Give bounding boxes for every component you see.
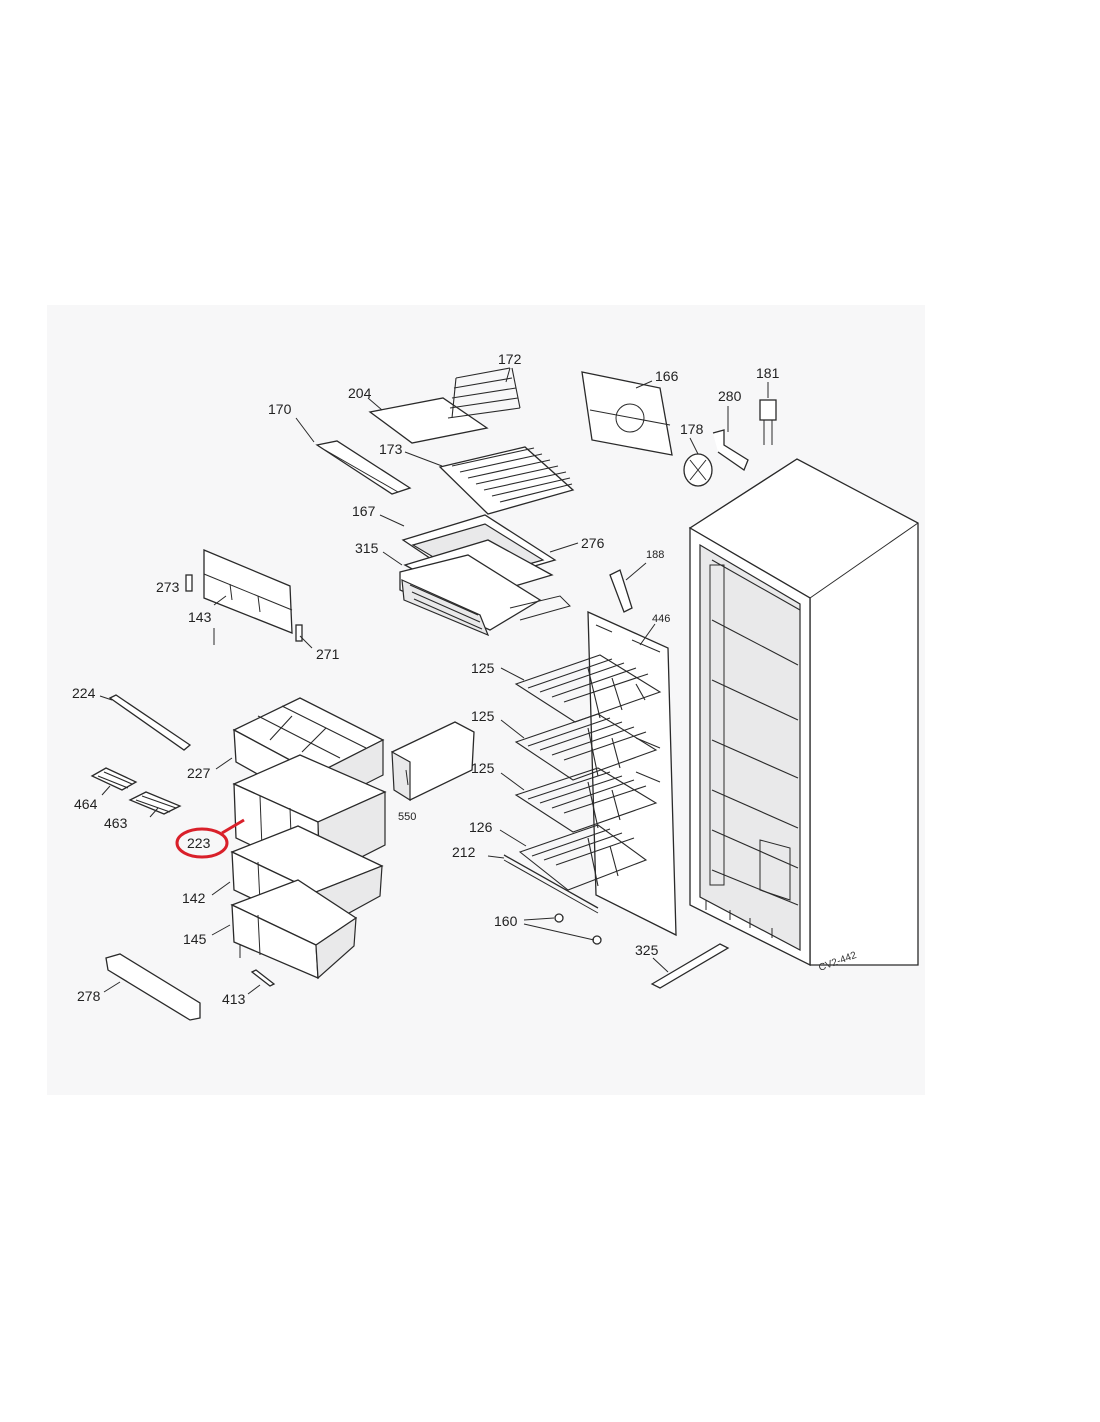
label-204: 204 — [348, 385, 372, 401]
label-278: 278 — [77, 988, 101, 1004]
label-172: 172 — [498, 351, 522, 367]
label-143: 143 — [188, 609, 212, 625]
label-142: 142 — [182, 890, 206, 906]
shelf-3 — [514, 767, 658, 833]
label-271: 271 — [316, 646, 340, 662]
label-160: 160 — [494, 913, 518, 929]
label-126: 126 — [469, 819, 493, 835]
evaporator-group — [315, 367, 777, 637]
label-125-shelf-3: 125 — [471, 760, 495, 776]
part-446-back-panel — [587, 610, 677, 937]
label-463: 463 — [104, 815, 128, 831]
part-143-flap — [185, 549, 303, 642]
shelf-4 — [518, 824, 648, 891]
label-280: 280 — [718, 388, 742, 404]
label-550: 550 — [398, 811, 416, 823]
label-446: 446 — [652, 613, 670, 625]
label-173: 173 — [379, 441, 403, 457]
label-212: 212 — [452, 844, 476, 860]
label-170: 170 — [268, 401, 292, 417]
shelf-1 — [514, 654, 662, 723]
label-188: 188 — [646, 549, 664, 561]
label-413: 413 — [222, 991, 246, 1007]
small-parts — [90, 694, 730, 1021]
highlight-223 — [175, 818, 245, 859]
label-224: 224 — [72, 685, 96, 701]
label-276: 276 — [581, 535, 605, 551]
label-167: 167 — [352, 503, 376, 519]
label-178: 178 — [680, 421, 704, 437]
label-145: 145 — [183, 931, 207, 947]
shelf-2 — [514, 713, 658, 781]
wire-shelves — [503, 654, 662, 914]
label-181: 181 — [756, 365, 780, 381]
label-273: 273 — [156, 579, 180, 595]
part-labels: 172 166 181 204 280 170 178 173 167 188 … — [72, 351, 780, 1007]
label-315: 315 — [355, 540, 379, 556]
label-227: 227 — [187, 765, 211, 781]
drawer-stack — [230, 697, 387, 980]
label-125-shelf-2: 125 — [471, 708, 495, 724]
diagram-panel: CV2-442 — [47, 305, 925, 1095]
leader-lines — [99, 367, 769, 995]
label-166: 166 — [655, 368, 679, 384]
label-223: 223 — [187, 835, 211, 851]
label-125-shelf-1: 125 — [471, 660, 495, 676]
label-464: 464 — [74, 796, 98, 812]
label-325: 325 — [635, 942, 659, 958]
exploded-parts-diagram: CV2-442 — [72, 351, 919, 1021]
cabinet: CV2-442 — [688, 458, 919, 974]
